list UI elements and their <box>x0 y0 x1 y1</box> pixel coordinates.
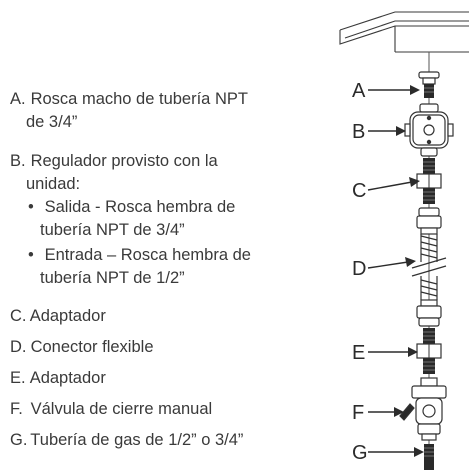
parts-legend: A. Rosca macho de tubería NPT de 3/4” B.… <box>10 88 251 452</box>
legend-text-continued: de 3/4” <box>26 113 78 131</box>
legend-item-g: G. Tubería de gas de 1/2” o 3/4” <box>10 429 243 452</box>
callout-g: G <box>352 442 368 464</box>
legend-text: Conector flexible <box>30 338 154 356</box>
legend-subitem-inlet: • Entrada – Rosca hembra de tubería NPT … <box>28 244 251 290</box>
legend-item-d: D. Conector flexible <box>10 336 154 359</box>
legend-letter: C. <box>10 307 27 325</box>
legend-subitem-outlet: • Salida - Rosca hembra de tubería NPT d… <box>28 196 235 242</box>
legend-letter: D. <box>10 338 27 356</box>
callout-labels: A B C D E F G <box>352 80 368 464</box>
legend-letter: B. <box>10 152 26 170</box>
gas-supply-pipe <box>424 444 434 470</box>
callout-d: D <box>352 258 366 280</box>
legend-subtext-continued: tubería NPT de 3/4” <box>40 221 185 239</box>
callout-arrows <box>367 85 424 457</box>
adapter-lower <box>416 328 442 374</box>
legend-item-c: C. Adaptador <box>10 305 106 328</box>
callout-a: A <box>352 80 366 102</box>
bullet: • <box>28 198 34 216</box>
legend-item-f: F. Válvula de cierre manual <box>10 398 212 421</box>
legend-subtext-continued: tubería NPT de 1/2” <box>40 269 185 287</box>
callout-b: B <box>352 121 365 143</box>
legend-letter: E. <box>10 369 26 387</box>
legend-letter: G. <box>10 431 28 449</box>
legend-text: Válvula de cierre manual <box>30 400 213 418</box>
male-pipe-thread <box>418 71 440 98</box>
legend-subtext: Salida - Rosca hembra de <box>44 198 236 216</box>
legend-text: Rosca macho de tubería NPT <box>30 90 248 108</box>
flexible-connector <box>411 207 447 327</box>
callout-c: C <box>352 180 366 202</box>
gas-connection-diagram: A B C D E F G <box>339 11 469 470</box>
arrow-d <box>367 261 409 269</box>
legend-item-b: B. Regulador provisto con la unidad: <box>10 150 218 196</box>
appliance-underside <box>339 11 469 53</box>
regulator <box>404 103 454 157</box>
manual-shutoff-valve <box>399 377 447 441</box>
legend-subtext: Entrada – Rosca hembra de <box>44 246 251 264</box>
legend-item-a: A. Rosca macho de tubería NPT de 3/4” <box>10 88 248 134</box>
legend-text-continued: unidad: <box>26 175 81 193</box>
callout-f: F <box>352 402 364 424</box>
legend-text: Tubería de gas de 1/2” o 3/4” <box>30 431 244 449</box>
legend-text: Adaptador <box>29 369 106 387</box>
adapter-upper <box>416 158 442 204</box>
legend-letter: A. <box>10 90 26 108</box>
bullet: • <box>28 246 34 264</box>
legend-text: Adaptador <box>29 307 106 325</box>
legend-letter: F. <box>10 400 23 418</box>
arrow-c <box>367 181 413 191</box>
legend-text: Regulador provisto con la <box>30 152 218 170</box>
legend-item-e: E. Adaptador <box>10 367 106 390</box>
callout-e: E <box>352 342 365 364</box>
